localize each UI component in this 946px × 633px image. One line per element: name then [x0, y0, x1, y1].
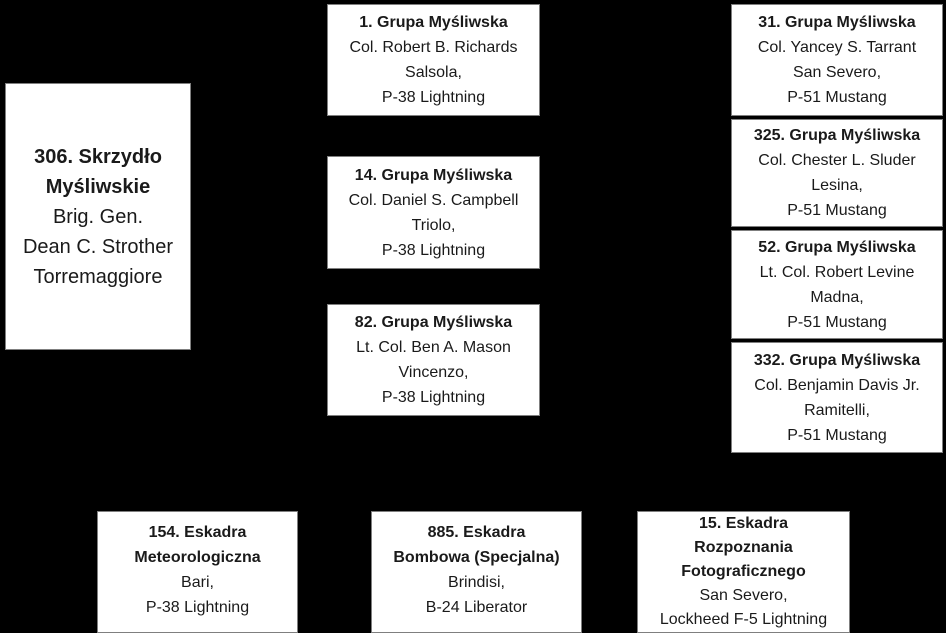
wing-base: Torremaggiore	[33, 265, 163, 288]
squadron-154-box: 154. Eskadra Meteorologiczna Bari, P-38 …	[97, 511, 298, 633]
squadron-title-2: Meteorologiczna	[134, 549, 261, 566]
group-title: 1. Grupa Myśliwska	[359, 14, 508, 31]
group-14-box: 14. Grupa Myśliwska Col. Daniel S. Campb…	[327, 156, 540, 269]
squadron-title-3: Fotograficznego	[681, 563, 806, 580]
group-base: Triolo,	[411, 216, 456, 234]
group-title: 325. Grupa Myśliwska	[753, 127, 921, 144]
squadron-base: Bari,	[181, 574, 214, 591]
group-aircraft: P-38 Lightning	[381, 241, 486, 259]
group-aircraft: P-51 Mustang	[787, 313, 887, 331]
group-title: 82. Grupa Myśliwska	[354, 314, 513, 331]
group-base: Ramitelli,	[804, 401, 870, 419]
group-title: 31. Grupa Myśliwska	[758, 14, 916, 31]
group-title: 52. Grupa Myśliwska	[758, 238, 916, 256]
group-title: 332. Grupa Myśliwska	[753, 351, 921, 369]
squadron-15-box: 15. Eskadra Rozpoznania Fotograficznego …	[637, 511, 850, 633]
squadron-aircraft: B-24 Liberator	[425, 599, 528, 616]
squadron-base: Brindisi,	[448, 574, 505, 591]
squadron-title-1: 154. Eskadra	[148, 524, 247, 541]
group-aircraft: P-38 Lightning	[381, 389, 486, 406]
squadron-base: San Severo,	[699, 587, 788, 604]
group-52-box: 52. Grupa Myśliwska Lt. Col. Robert Levi…	[731, 230, 943, 339]
squadron-title-2: Rozpoznania	[694, 539, 793, 556]
wing-title-1: 306. Skrzydło	[34, 145, 162, 168]
group-31-box: 31. Grupa Myśliwska Col. Yancey S. Tarra…	[731, 4, 943, 116]
squadron-aircraft: Lockheed F-5 Lightning	[659, 611, 828, 628]
wing-title-2: Myśliwskie	[45, 175, 151, 198]
wing-box: 306. Skrzydło Myśliwskie Brig. Gen. Dean…	[5, 83, 191, 350]
group-1-box: 1. Grupa Myśliwska Col. Robert B. Richar…	[327, 4, 540, 116]
squadron-title-2: Bombowa (Specjalna)	[393, 549, 560, 566]
group-aircraft: P-51 Mustang	[787, 202, 887, 219]
wing-commander: Dean C. Strother	[22, 235, 174, 258]
group-commander: Col. Robert B. Richards	[349, 39, 518, 56]
squadron-885-box: 885. Eskadra Bombowa (Specjalna) Brindis…	[371, 511, 582, 633]
group-82-box: 82. Grupa Myśliwska Lt. Col. Ben A. Maso…	[327, 304, 540, 416]
wing-rank: Brig. Gen.	[52, 205, 144, 228]
group-base: Salsola,	[405, 64, 462, 81]
group-aircraft: P-51 Mustang	[787, 89, 887, 106]
group-commander: Lt. Col. Ben A. Mason	[356, 339, 511, 356]
group-commander: Col. Daniel S. Campbell	[348, 191, 519, 209]
group-commander: Col. Benjamin Davis Jr.	[754, 376, 920, 394]
group-aircraft: P-51 Mustang	[787, 426, 887, 444]
squadron-title-1: 15. Eskadra	[699, 515, 788, 532]
group-aircraft: P-38 Lightning	[381, 89, 486, 106]
group-base: San Severo,	[792, 64, 882, 81]
group-325-box: 325. Grupa Myśliwska Col. Chester L. Slu…	[731, 119, 943, 227]
squadron-aircraft: P-38 Lightning	[145, 599, 250, 616]
squadron-title-1: 885. Eskadra	[427, 524, 526, 541]
group-commander: Col. Chester L. Sluder	[758, 152, 916, 169]
group-commander: Lt. Col. Robert Levine	[759, 263, 915, 281]
group-commander: Col. Yancey S. Tarrant	[757, 39, 917, 56]
group-base: Lesina,	[811, 177, 863, 194]
group-base: Madna,	[810, 288, 864, 306]
group-base: Vincenzo,	[398, 364, 469, 381]
group-332-box: 332. Grupa Myśliwska Col. Benjamin Davis…	[731, 342, 943, 453]
group-title: 14. Grupa Myśliwska	[354, 166, 513, 184]
